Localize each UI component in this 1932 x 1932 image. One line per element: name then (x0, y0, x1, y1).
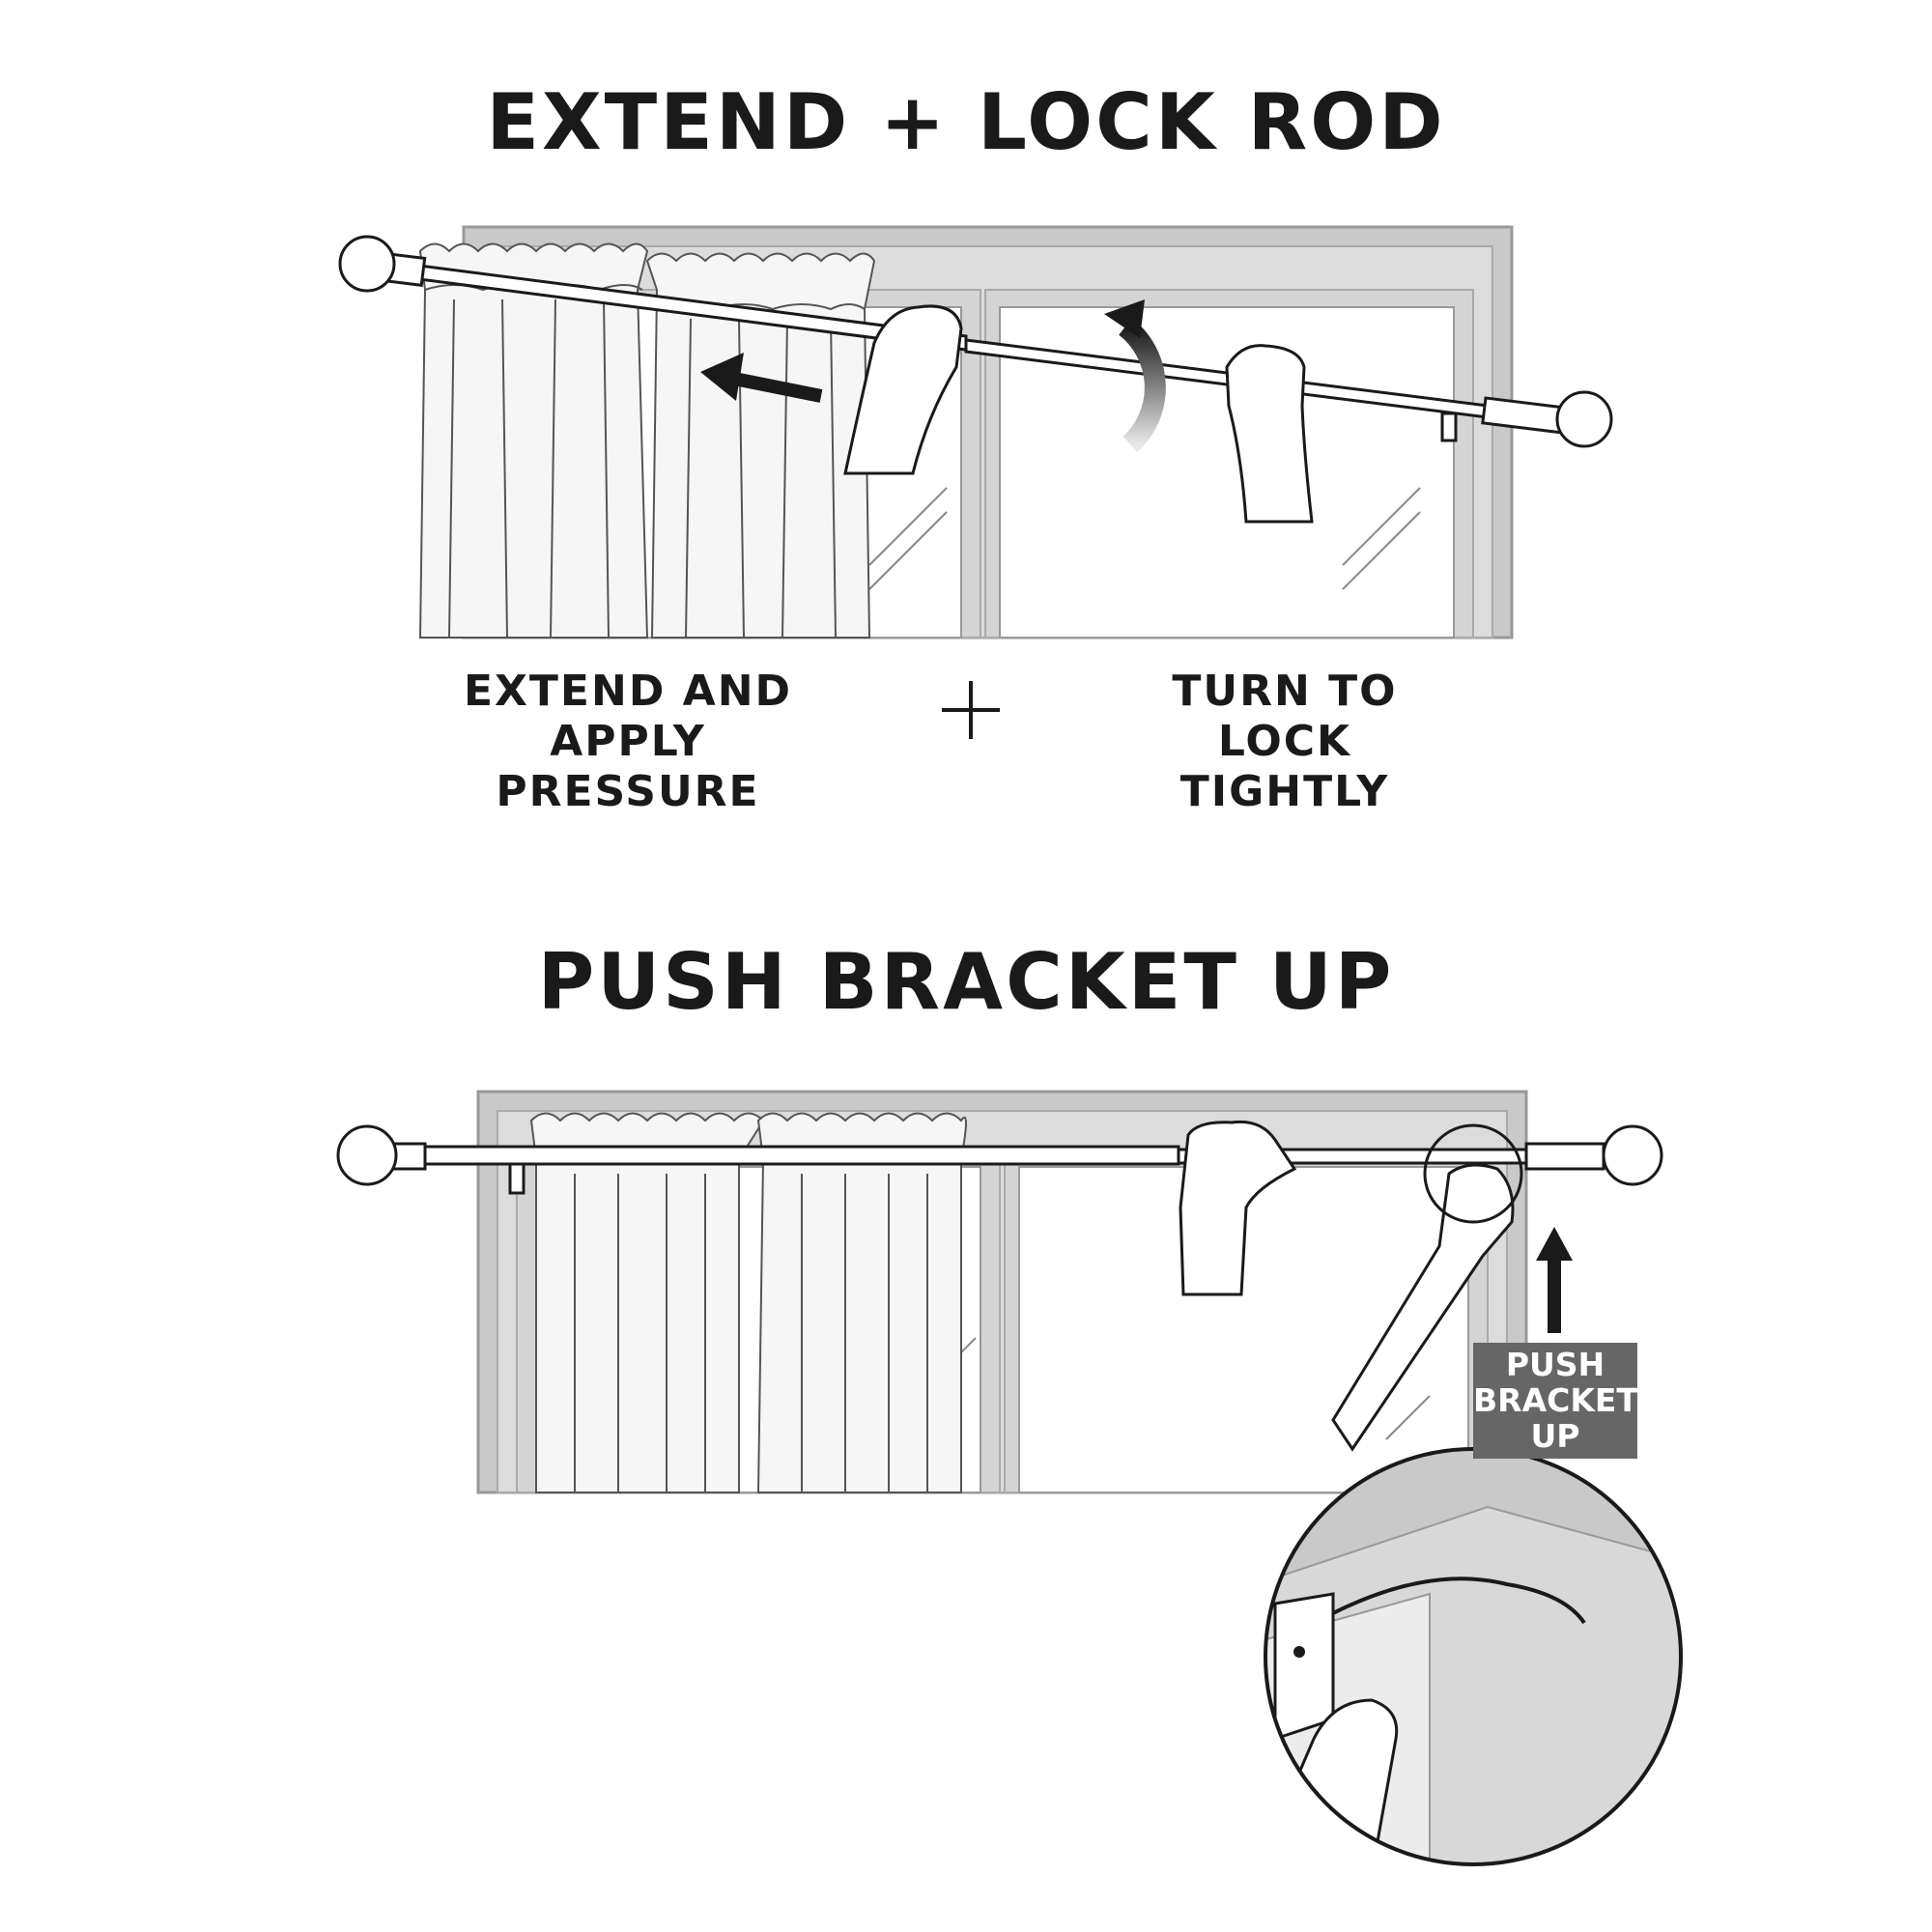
tag-line: UP (1530, 1417, 1580, 1455)
hand-icon (843, 304, 1314, 524)
extend-arrow (700, 353, 823, 403)
turn-lock-arrow (1104, 299, 1166, 453)
title-extend-lock-rod: EXTEND + LOCK ROD (486, 77, 1446, 167)
magnifier-callout (1423, 1123, 1523, 1224)
tag-line: BRACKET (1473, 1381, 1638, 1419)
tag-line: PUSH (1505, 1346, 1605, 1383)
bracket-detail-zoom (1264, 1447, 1683, 1866)
caption-extend-pressure: EXTEND AND APPLY PRESSURE (425, 667, 831, 817)
curtain-panels (529, 1112, 967, 1493)
caption-line: TURN TO LOCK (1172, 667, 1398, 766)
curtain-rod (336, 1124, 1663, 1195)
plus-icon (942, 681, 1000, 739)
hand-icon (1179, 1120, 1515, 1452)
title-push-bracket-up: PUSH BRACKET UP (537, 937, 1395, 1027)
push-bracket-up-tag: PUSH BRACKET UP (1473, 1343, 1638, 1459)
caption-turn-lock: TURN TO LOCK TIGHTLY (1101, 667, 1468, 817)
caption-line: EXTEND AND (463, 667, 793, 716)
caption-line: APPLY PRESSURE (496, 717, 760, 816)
caption-line: TIGHTLY (1179, 767, 1390, 816)
push-up-arrow (1536, 1227, 1573, 1333)
curtain-panels (418, 242, 876, 639)
